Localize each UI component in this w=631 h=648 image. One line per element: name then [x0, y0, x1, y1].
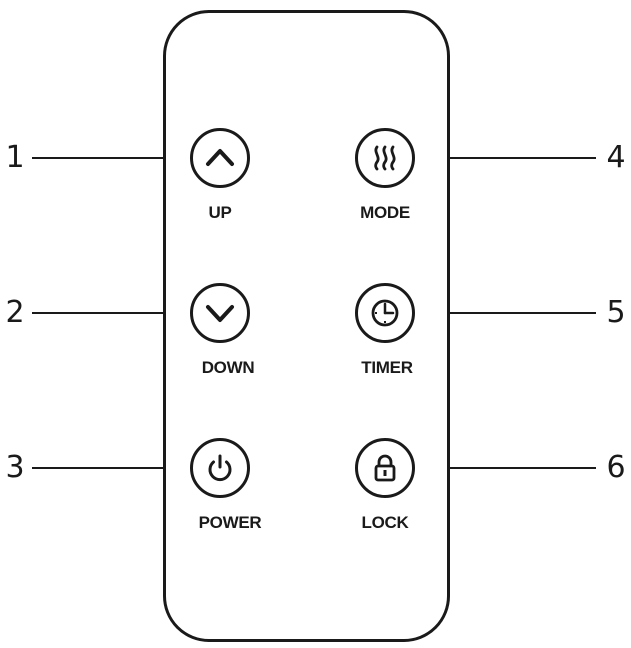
callout-number-2: 2: [5, 295, 25, 330]
callout-number-4: 4: [606, 140, 626, 175]
mode-button[interactable]: [355, 128, 415, 188]
callout-number-3: 3: [5, 450, 25, 485]
mode-label: MODE: [360, 203, 410, 222]
power-button[interactable]: [190, 438, 250, 498]
callout-number-1: 1: [5, 140, 25, 175]
chevron-up-icon: [206, 149, 234, 166]
chevron-down-icon: [206, 305, 234, 322]
lock-icon: [374, 454, 396, 482]
leader-line-4: [420, 157, 596, 159]
timer-button[interactable]: [355, 283, 415, 343]
leader-line-5: [420, 312, 596, 314]
down-button[interactable]: [190, 283, 250, 343]
timer-label: TIMER: [361, 358, 413, 377]
leader-line-2: [32, 312, 192, 314]
clock-icon: [371, 299, 399, 327]
lock-label: LOCK: [361, 513, 409, 532]
heat-waves-icon: [374, 145, 396, 171]
leader-line-3: [32, 467, 192, 469]
leader-line-6: [420, 467, 596, 469]
leader-line-1: [32, 157, 192, 159]
up-button[interactable]: [190, 128, 250, 188]
power-label: POWER: [198, 513, 262, 532]
up-label: UP: [208, 203, 232, 222]
power-icon: [208, 454, 232, 482]
down-label: DOWN: [201, 358, 255, 377]
callout-number-5: 5: [606, 295, 626, 330]
callout-number-6: 6: [606, 450, 626, 485]
lock-button[interactable]: [355, 438, 415, 498]
